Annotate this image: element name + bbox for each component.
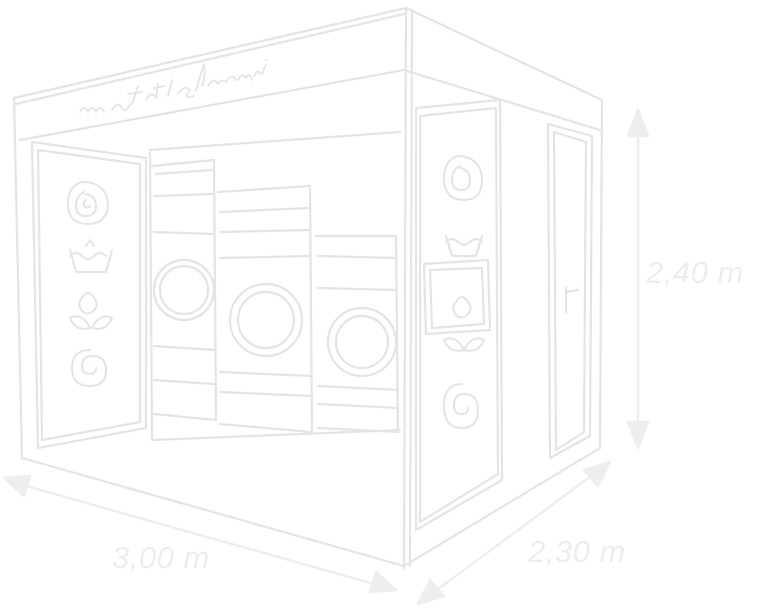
machine-column-1 <box>150 158 218 422</box>
left-sign-panel <box>30 140 148 450</box>
laundry-swirl-icon <box>443 155 483 201</box>
cotton-flower-icon <box>443 296 485 352</box>
machine-column-2 <box>216 184 314 434</box>
depth-dimension-label: 2,30 m <box>528 534 626 569</box>
back-wall <box>148 130 402 442</box>
laundry-swirl-icon <box>67 181 109 225</box>
side-sign-panel <box>414 98 504 532</box>
width-dimension-arrow <box>2 474 398 594</box>
cotton-flower-icon <box>69 292 113 330</box>
spiral-icon <box>71 349 107 387</box>
width-dimension-label: 3,00 m <box>112 540 210 575</box>
brand-script-mark <box>79 59 268 113</box>
info-board <box>422 234 492 336</box>
kiosk-frame <box>12 6 604 570</box>
height-dimension-arrow <box>626 108 650 450</box>
depth-dimension-arrow <box>416 460 612 606</box>
wash-basin-icon <box>69 239 113 273</box>
side-door <box>546 122 594 460</box>
height-dimension-label: 2,40 m <box>646 255 744 290</box>
machine-column-3 <box>314 234 400 434</box>
spiral-icon <box>443 383 479 429</box>
